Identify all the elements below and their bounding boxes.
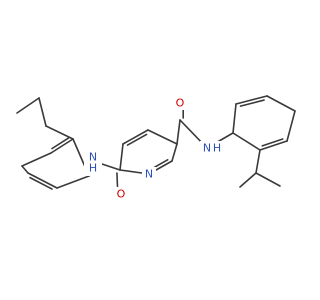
double-bond-b5-b6 <box>261 138 284 147</box>
atom-h-amide-left: H <box>89 162 97 175</box>
atom-labels: N H N O O N H <box>84 96 224 201</box>
pyridine-nitrogen: N <box>142 167 156 181</box>
carbonyl-oxygen-left: O <box>114 187 128 201</box>
bond-a4-a5 <box>50 138 74 154</box>
atom-o-carbonyl-right: O <box>176 97 185 110</box>
bond-a5-a6 <box>21 152 52 167</box>
chemical-structure-diagram: N H N O O N H <box>16 95 296 201</box>
bond-b5-b6 <box>259 140 288 151</box>
double-bond-a4-a5 <box>51 137 70 150</box>
bond-bi-bm2 <box>255 172 281 187</box>
bond-b2-b3 <box>235 95 268 105</box>
atom-n-amide-right: N <box>203 142 211 155</box>
bond-a3-a4 <box>45 125 74 140</box>
bond-py4-py5 <box>171 143 178 162</box>
bond-b1-b2 <box>232 103 237 134</box>
bond-a2-a3 <box>38 97 47 127</box>
bond-bi-bm1 <box>239 172 257 188</box>
bond-lines <box>16 95 296 193</box>
double-bond-a7-a8 <box>29 176 53 190</box>
bond-b6-b1 <box>232 132 261 151</box>
atom-n-amide-left: N <box>89 151 97 164</box>
atom-h-amide-right: H <box>213 142 221 155</box>
atom-o-carbonyl-left: O <box>117 188 126 201</box>
bond-b6-bi <box>255 149 261 174</box>
double-bond-py2-py3 <box>126 133 148 146</box>
bond-b3-b4 <box>266 95 296 112</box>
bond-py3-py4 <box>147 129 178 145</box>
bond-a8-a9 <box>56 175 90 189</box>
bond-b4-b5 <box>286 110 296 142</box>
bond-c1-py2 <box>119 143 124 171</box>
bond-a1-a2 <box>16 97 40 114</box>
bond-a7-a8 <box>27 172 58 189</box>
bond-py4-c2 <box>176 119 181 145</box>
amide-nh-left: N H <box>84 150 102 176</box>
carbonyl-oxygen-right: O <box>173 96 187 110</box>
amide-nh-right: N H <box>200 141 224 155</box>
bond-a6-a7 <box>21 165 29 174</box>
double-bond-b2-b3 <box>239 99 265 107</box>
atom-n-pyridine: N <box>145 168 153 181</box>
bond-py2-py3 <box>122 129 149 145</box>
